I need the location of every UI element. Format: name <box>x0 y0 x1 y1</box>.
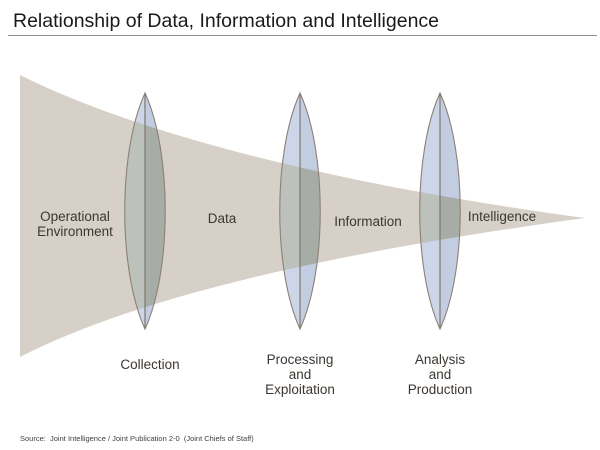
lens-overlap-right <box>145 93 166 329</box>
page-title: Relationship of Data, Information and In… <box>13 10 439 32</box>
lens-overlap-left <box>124 93 145 329</box>
label-collection: Collection <box>120 357 179 372</box>
label-data: Data <box>208 211 237 226</box>
label-intelligence: Intelligence <box>468 209 536 224</box>
label-information: Information <box>334 214 402 229</box>
label-line: Exploitation <box>265 382 335 397</box>
lens-outline <box>124 91 166 331</box>
label-line: and <box>429 367 452 382</box>
lens-processing-exploitation <box>279 91 321 331</box>
label-line: Analysis <box>415 352 466 367</box>
label-line: Collection <box>120 357 179 372</box>
lens-collection <box>124 91 166 331</box>
label-analysis-production: Analysis and Production <box>408 352 473 397</box>
label-line: Operational <box>40 209 110 224</box>
label-line: Data <box>208 211 237 226</box>
label-line: Intelligence <box>468 209 536 224</box>
lens-outline <box>279 91 321 331</box>
source-note: Source: Joint Intelligence / Joint Publi… <box>20 434 254 443</box>
label-operational-environment: Operational Environment <box>37 209 113 239</box>
label-line: Environment <box>37 224 113 239</box>
lens-funnel-overlap <box>124 93 166 329</box>
label-line: and <box>289 367 312 382</box>
label-line: Information <box>334 214 402 229</box>
lens-analysis-production <box>419 91 461 331</box>
label-processing-exploitation: Processing and Exploitation <box>265 352 335 397</box>
label-line: Processing <box>267 352 334 367</box>
lens-outline <box>419 91 461 331</box>
label-line: Production <box>408 382 473 397</box>
